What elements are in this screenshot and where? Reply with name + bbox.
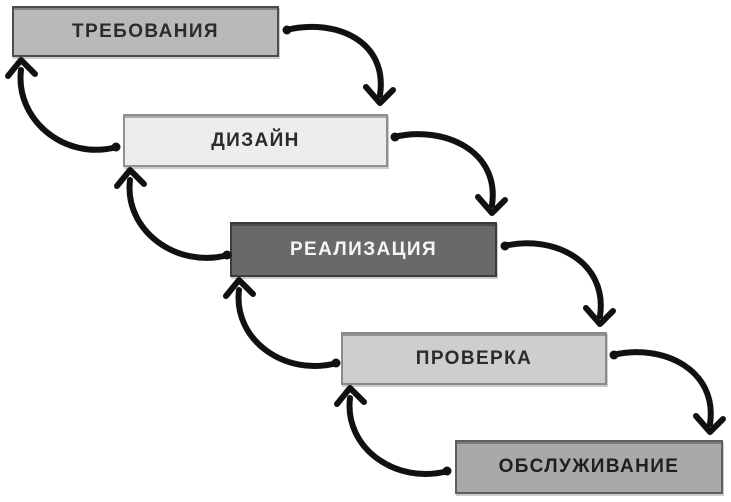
backward-arrow-verification-implementation-icon [223, 277, 341, 369]
stage-label-maintenance: ОБСЛУЖИВАНИЕ [498, 456, 680, 477]
forward-arrow-implementation-verification-icon [500, 240, 616, 327]
stage-box-maintenance: ОБСЛУЖИВАНИЕ [455, 440, 723, 494]
stage-label-design: ДИЗАЙН [211, 129, 300, 151]
stage-box-design: ДИЗАЙН [123, 114, 388, 167]
stage-box-verification: ПРОВЕРКА [341, 332, 607, 385]
forward-arrow-requirements-design-icon [282, 23, 396, 106]
stage-label-verification: ПРОВЕРКА [415, 347, 533, 369]
stage-box-requirements: ТРЕБОВАНИЯ [12, 6, 279, 57]
stage-label-implementation: РЕАЛИЗАЦИЯ [289, 238, 438, 260]
backward-arrow-design-requirements-icon [5, 57, 121, 153]
forward-arrow-design-implementation-icon [390, 131, 508, 216]
forward-arrow-verification-maintenance-icon [609, 349, 726, 435]
backward-arrow-maintenance-verification-icon [334, 385, 452, 477]
stage-box-implementation: РЕАЛИЗАЦИЯ [230, 222, 497, 277]
backward-arrow-implementation-design-icon [114, 167, 232, 261]
stage-label-requirements: ТРЕБОВАНИЯ [72, 20, 219, 42]
